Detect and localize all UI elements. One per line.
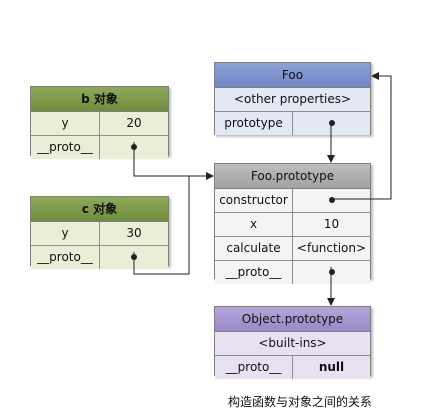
foo-prototype-proto-key: __proto__ bbox=[215, 261, 293, 284]
calculate-row: calculate <function> bbox=[215, 237, 370, 261]
b-proto-arrow bbox=[133, 142, 214, 180]
b-proto-key: __proto__ bbox=[31, 136, 100, 159]
foo-prototype-title: Foo.prototype bbox=[215, 164, 370, 189]
object-prototype-proto-key: __proto__ bbox=[215, 356, 293, 379]
c-proto-key: __proto__ bbox=[31, 246, 100, 269]
object-prototype-title: Object.prototype bbox=[215, 307, 370, 332]
b-y-value: 20 bbox=[126, 116, 142, 130]
built-ins-row: <built-ins> bbox=[215, 332, 370, 356]
diagram-caption: 构造函数与对象之间的关系 bbox=[228, 395, 373, 409]
x-value: 10 bbox=[323, 217, 340, 231]
foo-other-properties: <other properties> bbox=[233, 92, 352, 106]
built-ins: <built-ins> bbox=[258, 336, 327, 350]
c-y-row: y 30 bbox=[31, 222, 168, 246]
c-proto-arrow bbox=[133, 176, 190, 275]
c-y-value: 30 bbox=[126, 226, 142, 240]
x-key: x bbox=[215, 213, 293, 236]
constructor-arrow bbox=[331, 72, 392, 200]
b-object-title: b 对象 bbox=[31, 87, 168, 112]
object-prototype-proto-value: null bbox=[318, 360, 345, 374]
c-object-title: c 对象 bbox=[31, 197, 168, 222]
foo-title: Foo bbox=[215, 63, 370, 88]
pointer-dot-icon bbox=[329, 269, 335, 275]
c-y-key: y bbox=[31, 222, 100, 245]
x-row: x 10 bbox=[215, 213, 370, 237]
pointer-dot-icon bbox=[329, 197, 335, 203]
b-y-key: y bbox=[31, 112, 100, 135]
object-prototype-box: Object.prototype <built-ins> __proto__ n… bbox=[214, 306, 371, 379]
constructor-row: constructor bbox=[215, 189, 370, 213]
foo-prototype-key: prototype bbox=[215, 112, 293, 135]
constructor-value bbox=[293, 189, 370, 212]
foo-prototype-value bbox=[293, 112, 370, 135]
foo-prototype-box: Foo.prototype constructor x 10 calculate… bbox=[214, 163, 371, 284]
object-prototype-proto-row: __proto__ null bbox=[215, 356, 370, 379]
b-y-row: y 20 bbox=[31, 112, 168, 136]
calculate-value: <function> bbox=[296, 241, 367, 255]
constructor-key: constructor bbox=[215, 189, 293, 212]
pointer-dot-icon bbox=[329, 120, 335, 126]
foo-other-properties-row: <other properties> bbox=[215, 88, 370, 112]
foo-prototype-proto-value bbox=[293, 261, 370, 284]
calculate-key: calculate bbox=[215, 237, 293, 260]
